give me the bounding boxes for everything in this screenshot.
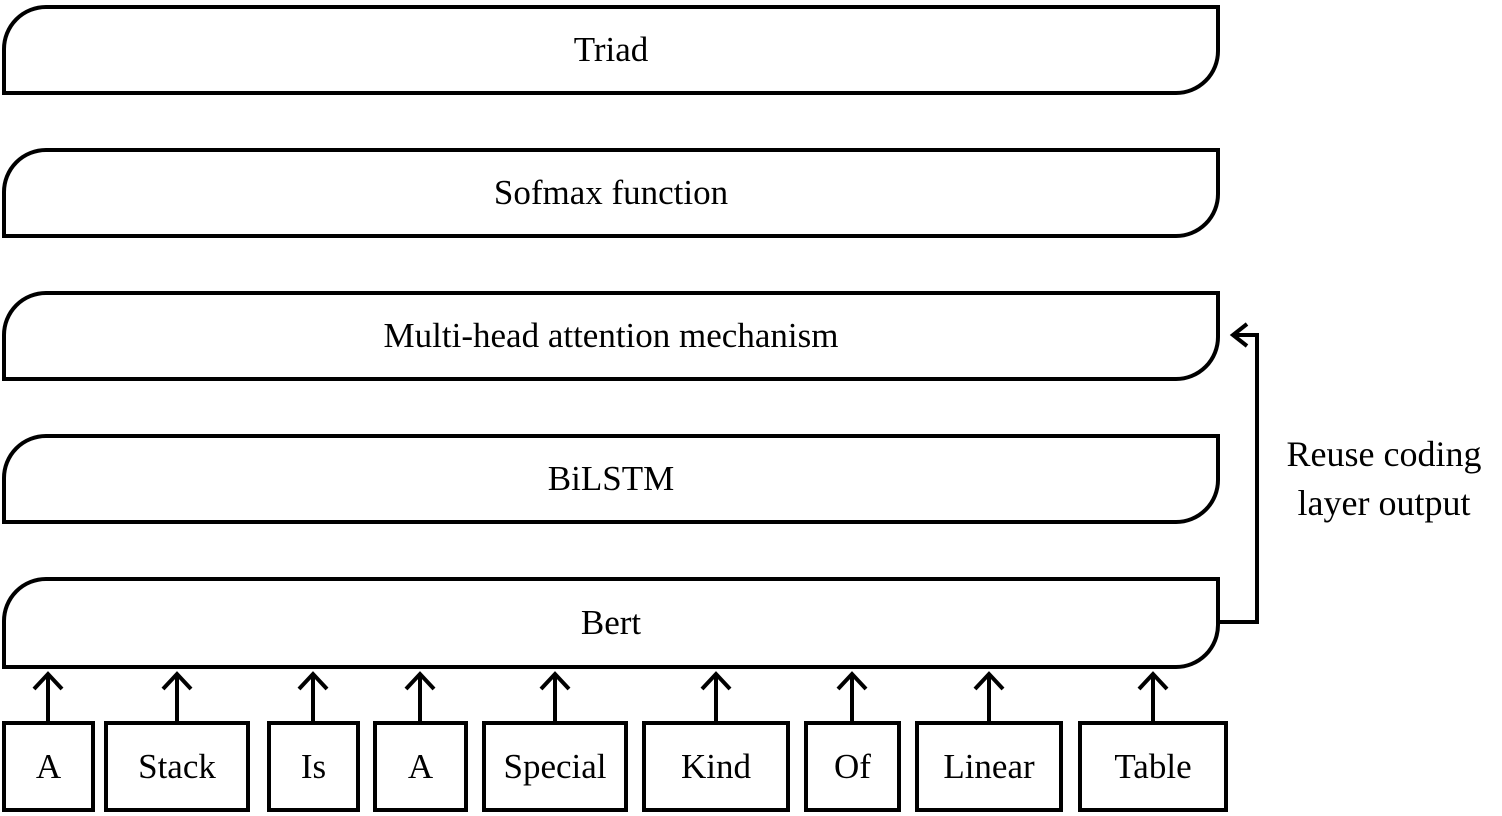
layer-label-softmax: Sofmax function <box>493 173 729 212</box>
input-arrow-icon <box>836 671 868 721</box>
token-box: Is <box>267 721 360 812</box>
token-box: Table <box>1078 721 1228 812</box>
input-arrow-icon <box>404 671 436 721</box>
input-arrow-icon <box>539 671 571 721</box>
token-box: A <box>373 721 468 812</box>
layer-box-multihead-attention: Multi-head attention mechanism <box>2 291 1220 381</box>
token-box: Stack <box>104 721 250 812</box>
token-box: Kind <box>642 721 790 812</box>
layer-box-bilstm: BiLSTM <box>2 434 1220 524</box>
token-box: A <box>2 721 95 812</box>
token-box: Special <box>482 721 628 812</box>
layer-label-bilstm: BiLSTM <box>547 459 675 498</box>
layer-box-softmax: Sofmax function <box>2 148 1220 238</box>
input-arrow-icon <box>700 671 732 721</box>
token-label: Table <box>1114 746 1192 786</box>
token-label: Of <box>834 746 871 786</box>
token-label: A <box>35 746 62 786</box>
input-arrow-icon <box>32 671 64 721</box>
input-arrow-icon <box>297 671 329 721</box>
layer-label-triad: Triad <box>573 30 649 69</box>
token-label: Stack <box>138 746 216 786</box>
token-label: Kind <box>681 746 751 786</box>
input-arrow-icon <box>1137 671 1169 721</box>
token-box: Of <box>804 721 901 812</box>
layer-label-multihead-attention: Multi-head attention mechanism <box>383 316 839 355</box>
feedback-annotation: Reuse coding layer output <box>1266 430 1502 528</box>
token-label: Is <box>300 746 327 786</box>
input-arrow-icon <box>973 671 1005 721</box>
input-arrow-icon <box>161 671 193 721</box>
token-label: Special <box>503 746 607 786</box>
layer-box-triad: Triad <box>2 5 1220 95</box>
token-label: A <box>407 746 434 786</box>
layer-label-bert: Bert <box>580 603 642 642</box>
feedback-annotation-line1: Reuse coding <box>1286 434 1482 474</box>
feedback-arrow-icon <box>1220 322 1259 624</box>
layer-box-bert: Bert <box>2 577 1220 669</box>
token-box: Linear <box>915 721 1063 812</box>
feedback-annotation-line2: layer output <box>1297 483 1471 523</box>
token-label: Linear <box>943 746 1035 786</box>
